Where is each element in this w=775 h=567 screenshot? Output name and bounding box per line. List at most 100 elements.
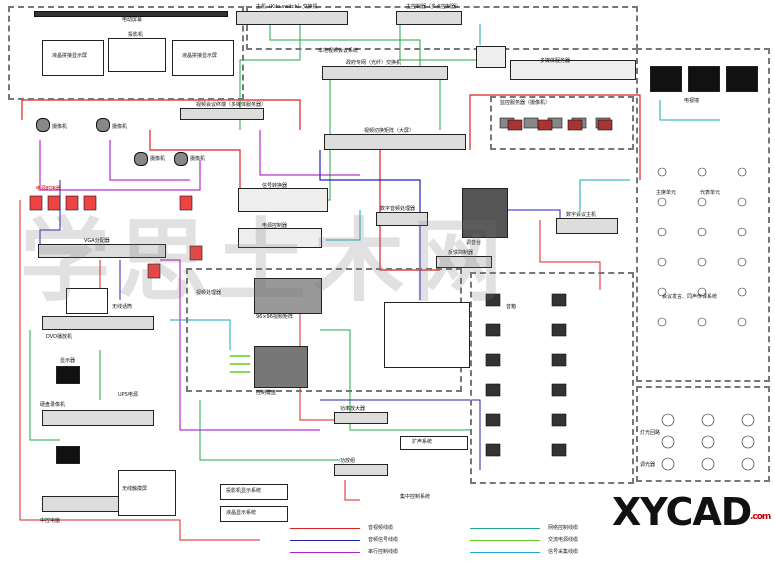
tv-wall-label: 电视墙 xyxy=(684,98,700,104)
matrix-96-label: 96×96视频矩阵 xyxy=(256,314,293,320)
wire xyxy=(19,200,260,541)
broadcast-label: 扩声系统 xyxy=(412,439,433,445)
rack-label: 多媒体服务器 xyxy=(540,58,571,64)
power-sequencer xyxy=(179,195,193,211)
lcd-right-label: 液晶拼接显示屏 xyxy=(182,53,218,59)
video-conf xyxy=(180,108,264,120)
network-label: 本地视频会议系统 xyxy=(318,48,359,54)
speaker xyxy=(551,413,567,427)
central-controller-label: 主控制器（多点控制器） xyxy=(406,4,462,10)
wire xyxy=(109,140,190,181)
power-amp-label: 功率放大器 xyxy=(340,406,366,412)
delegate-mic xyxy=(657,317,667,327)
power-amp xyxy=(334,412,388,424)
recorder-label: 硬盘录像机 xyxy=(40,402,66,408)
projection-screen xyxy=(34,11,228,17)
ups-label: UPS电源 xyxy=(118,392,138,398)
speaker xyxy=(485,353,501,367)
matrix-switcher xyxy=(324,134,466,150)
delegate-mic xyxy=(657,287,667,297)
delegate-label: 代表单元 xyxy=(700,190,721,196)
legend-text: 网络控制线缆 xyxy=(548,525,579,531)
feedback-label: 反馈抑制器 xyxy=(448,250,474,256)
wire xyxy=(259,130,360,176)
legend-line xyxy=(470,540,540,541)
feedback-unit xyxy=(436,256,492,268)
xycad-logo: XYCAD.com xyxy=(612,490,771,534)
wireless-mic-label: 无线话筒 xyxy=(112,304,133,310)
projection-sys-box xyxy=(220,484,288,500)
cam3-label: 摄像机 xyxy=(150,156,166,162)
delegate-mic xyxy=(737,287,747,297)
legend-text: 音频信号线缆 xyxy=(368,537,399,543)
monitor-device xyxy=(537,119,553,131)
speaker xyxy=(485,413,501,427)
cam1-label: 摄像机 xyxy=(52,124,68,130)
logo-suffix: .com xyxy=(750,512,771,522)
mixer-label: 调音台 xyxy=(466,240,482,246)
wire xyxy=(399,24,476,61)
power-sequencer xyxy=(65,195,79,211)
power-sequencer xyxy=(47,195,61,211)
speaker xyxy=(551,383,567,397)
wire xyxy=(39,140,201,191)
wire xyxy=(344,480,360,501)
relay-label: 电源控制器 xyxy=(262,223,288,229)
cam2-label: 摄像机 xyxy=(112,124,128,130)
speaker xyxy=(551,293,567,307)
monitor-tv-1 xyxy=(56,366,80,384)
broadcast-box xyxy=(400,436,468,450)
monitor-device xyxy=(507,119,523,131)
delegate-mic xyxy=(737,257,747,267)
wire xyxy=(199,400,340,461)
lcd-left-label: 液晶拼接显示屏 xyxy=(52,53,88,59)
speaker xyxy=(551,353,567,367)
gov-switch xyxy=(322,66,448,80)
matrix-switcher-label: 视频切换矩阵（大屏） xyxy=(364,128,415,134)
legend-text: 音视频线缆 xyxy=(368,525,394,531)
lamp-dim-label: 调光器 xyxy=(640,462,656,468)
delegate-mic xyxy=(697,167,707,177)
power-sequencer xyxy=(29,195,43,211)
switch-top-label: 主机（Kilo switch）交换机 xyxy=(256,4,318,10)
light-bulb xyxy=(661,413,675,427)
legend-text: 串行控制线缆 xyxy=(368,549,399,555)
camera-3 xyxy=(134,152,148,166)
video-conf-label: 视频会议终端（多媒体服务器） xyxy=(196,102,267,108)
lcd-right xyxy=(172,40,234,76)
wire xyxy=(320,399,481,470)
wire xyxy=(539,220,601,290)
signal-converter xyxy=(238,188,328,212)
control-pc-label: 中控电脑 xyxy=(40,518,61,524)
delegate-mic xyxy=(697,257,707,267)
wire xyxy=(149,130,241,190)
recorder xyxy=(42,410,154,426)
camera-2 xyxy=(96,118,110,132)
rack-bar xyxy=(510,60,636,80)
wireless-mic xyxy=(66,288,108,314)
delegate-mic xyxy=(737,317,747,327)
speaker xyxy=(551,323,567,337)
projection-screen-label: 电动屏幕 xyxy=(122,17,143,23)
keyboard-panel xyxy=(254,346,308,388)
gov-switch-label: 政府专网（光纤）交换机 xyxy=(346,60,402,66)
wire xyxy=(659,100,720,121)
camera-1 xyxy=(36,118,50,132)
wire xyxy=(469,94,641,180)
conference-system-label: 会议发言、同声传译系统 xyxy=(662,294,718,300)
speaker xyxy=(485,293,501,307)
vga-distributor xyxy=(38,244,166,258)
wire xyxy=(320,329,470,431)
projection-sys-label: 投影机显示系统 xyxy=(226,488,262,494)
light-bulb xyxy=(701,457,715,471)
delegate-mic xyxy=(737,167,747,177)
central-controller xyxy=(396,11,462,25)
delegate-mic xyxy=(657,227,667,237)
signal-converter-label: 信号转换器 xyxy=(262,183,288,189)
wire xyxy=(299,300,336,421)
monitor-3 xyxy=(726,66,758,92)
legend-line xyxy=(290,528,360,529)
region-speakers xyxy=(470,272,634,484)
delegate-mic xyxy=(737,227,747,237)
monitor-device xyxy=(567,119,583,131)
